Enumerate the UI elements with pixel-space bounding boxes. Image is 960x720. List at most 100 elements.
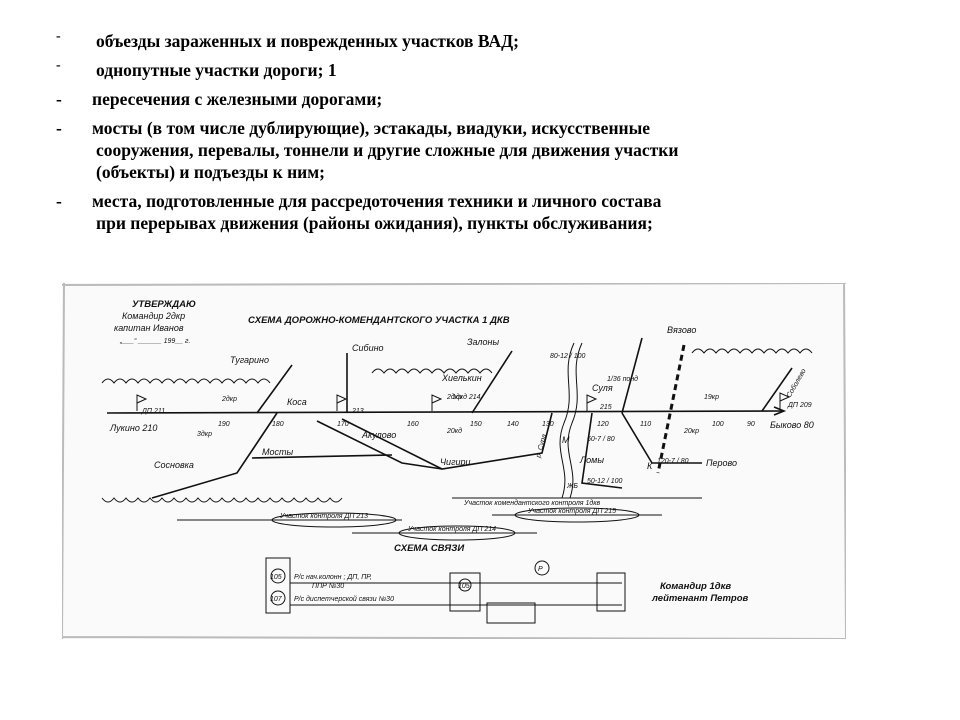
point-kp20b: 20кд xyxy=(446,427,462,435)
road-chigiri-2 xyxy=(341,412,553,470)
forest-line-upper xyxy=(101,348,813,384)
radio-icon xyxy=(270,568,286,584)
bullet-marker: - xyxy=(56,58,61,73)
bullet-item: - места, подготовленные для рассредоточе… xyxy=(56,190,916,234)
ctrl-sector-214-oval xyxy=(398,525,516,541)
radio-icon xyxy=(534,560,550,576)
letter-zhb: ЖБ xyxy=(566,483,578,490)
comms-line1b: ППР №30 xyxy=(312,583,344,590)
point-kp1: 1/36 понд xyxy=(607,375,638,383)
road-lomy xyxy=(581,412,623,489)
comms-post-mid xyxy=(449,572,481,612)
point-kp20: 20кр xyxy=(683,428,699,435)
sector-ctrl213: Участок контроля ДП 213 xyxy=(279,513,368,520)
point-dp214: 1дкд 214 xyxy=(452,393,481,401)
bullet-text-continued: сооружения, перевалы, тоннели и другие с… xyxy=(96,140,679,160)
flag-icon xyxy=(779,392,791,409)
settlement-sibino: Сибино xyxy=(352,343,384,353)
commander-line: Командир 1дкв xyxy=(660,581,731,592)
road-sobolevo xyxy=(761,367,793,412)
point-dp211: ДП 211 xyxy=(141,408,165,415)
scan-border xyxy=(62,283,846,639)
river-bank xyxy=(567,342,583,499)
forest-line-lower xyxy=(101,497,343,503)
road-chigiri xyxy=(316,420,443,470)
comms-post-right xyxy=(596,572,626,612)
road-zalony xyxy=(471,350,513,414)
flag-icon xyxy=(431,394,443,411)
bullet-text-continued: (объекты) и подъезды к ним; xyxy=(96,162,325,182)
settlement-lukino: Лукино 210 xyxy=(109,423,157,433)
sector-commandant: Участок комендантского контроля 1дкв xyxy=(463,499,601,507)
bullet-text-continued: при перерывах движения (районы ожидания)… xyxy=(96,213,653,233)
road-mosty xyxy=(251,454,393,459)
km-mark: 110 xyxy=(640,421,651,428)
road-perovo xyxy=(621,412,702,464)
bridge-label: 80-12 / 100 xyxy=(550,353,586,360)
comms-title: СХЕМА СВЯЗИ xyxy=(394,543,464,554)
radio-105-mid: 105 xyxy=(458,583,470,590)
radio-icon xyxy=(270,590,286,606)
sector-ctrl215: Участок контроля ДП 215 xyxy=(527,508,616,515)
bullet-text: мосты (в том числе дублирующие), эстакад… xyxy=(92,118,651,138)
bullet-marker: - xyxy=(56,29,61,44)
km-mark: 150 xyxy=(470,421,482,428)
bullet-item: - однопутные участки дороги; 1 xyxy=(56,58,916,81)
approval-line: „___“ ______ 199__ г. xyxy=(119,338,190,345)
bullet-marker: - xyxy=(56,118,62,138)
main-road-arrow xyxy=(773,406,787,416)
bullet-item: - объезды зараженных и поврежденных учас… xyxy=(56,29,916,52)
comms-line2: Р/с диспетчерской связи №30 xyxy=(294,595,394,603)
settlement-akulovo: Акулово xyxy=(361,430,396,440)
bullet-text: пересечения с железными дорогами; xyxy=(92,89,383,109)
road-sosnovka xyxy=(151,412,278,499)
bullet-list: - объезды зараженных и поврежденных учас… xyxy=(56,29,916,234)
bullet-item: - пересечения с железными дорогами; xyxy=(56,88,916,110)
km-mark: 100 xyxy=(712,421,724,428)
main-road xyxy=(106,410,783,414)
bullet-text: объезды зараженных и поврежденных участк… xyxy=(96,31,519,51)
km-mark: 180 xyxy=(272,421,284,428)
approval-line: УТВЕРЖДАЮ xyxy=(132,299,196,310)
road-scheme-svg: УТВЕРЖДАЮ Командир 2дкр капитан Иванов „… xyxy=(62,283,846,639)
bridge-label: 60-7 / 80 xyxy=(587,436,615,443)
flag-icon xyxy=(136,394,148,411)
ctrl-sector-215-oval xyxy=(514,507,640,523)
settlement-bykovo: Быково 80 xyxy=(770,420,814,430)
vehicle-icon xyxy=(486,602,536,624)
km-mark: 130 xyxy=(542,421,554,428)
flag-icon xyxy=(336,394,348,411)
road-vyazovo xyxy=(621,337,643,414)
km-mark: 90 xyxy=(747,421,755,428)
settlement-zalony: Залоны xyxy=(467,337,499,347)
point-dp209: ДП 209 xyxy=(787,402,812,409)
km-mark: 140 xyxy=(507,421,519,428)
bridge-label: 120-7 / 80 xyxy=(657,458,689,465)
bridge-label: 50-12 / 100 xyxy=(587,478,623,485)
settlement-kosa: Коса xyxy=(287,397,307,407)
km-mark: 190 xyxy=(218,421,230,428)
railway xyxy=(656,344,686,474)
ctrl-sector-213-oval xyxy=(271,512,397,528)
bullet-text: однопутные участки дороги; 1 xyxy=(96,60,337,80)
km-mark: 120 xyxy=(597,421,609,428)
point-dp215: 215 xyxy=(599,404,612,411)
scan-background xyxy=(62,283,846,639)
point-kp3: 3дкр xyxy=(197,430,212,438)
approval-line: капитан Иванов xyxy=(114,323,184,333)
comms-post-left xyxy=(265,557,291,614)
flag-icon xyxy=(586,394,598,411)
point-kp2: 2дкр xyxy=(221,395,237,403)
settlement-chigiri: Чигири xyxy=(440,457,471,467)
point-kp19: 19кр xyxy=(704,394,719,401)
radio-p: Р xyxy=(538,566,543,573)
letter-m: М xyxy=(562,435,570,445)
radio-107: 107 xyxy=(270,596,283,603)
point-dp213: 213 xyxy=(351,408,364,415)
settlement-vyazovo: Вязово xyxy=(667,325,696,335)
km-mark: 160 xyxy=(407,421,419,428)
commander-line: лейтенант Петров xyxy=(651,593,748,604)
bullet-text: места, подготовленные для рассредоточени… xyxy=(92,191,662,211)
settlement-mosty: Мосты xyxy=(262,447,293,457)
radio-105: 105 xyxy=(270,574,282,581)
